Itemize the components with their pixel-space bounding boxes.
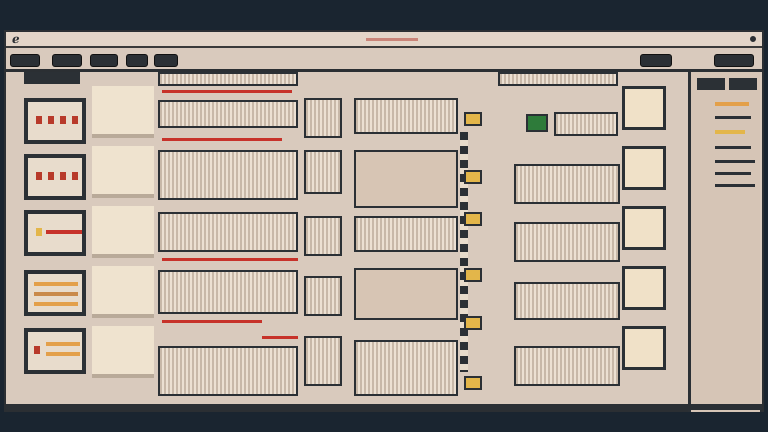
thumbnail-bar: [46, 352, 80, 356]
detail-cell[interactable]: [622, 86, 666, 130]
grid-block: [304, 150, 342, 194]
panel-accent: [715, 130, 745, 134]
thumbnail-bar: [46, 342, 80, 346]
grid-block: [554, 112, 618, 136]
grid-block: [514, 282, 620, 320]
status-bar: [6, 404, 762, 410]
detail-cell[interactable]: [622, 326, 666, 370]
preview-cell[interactable]: [92, 146, 154, 198]
sidebar-tab[interactable]: [24, 72, 80, 84]
grid-block: [158, 346, 298, 396]
title-accent: [366, 38, 418, 41]
thumbnail-bar: [34, 292, 78, 296]
thumbnail-marker: [48, 116, 54, 124]
preview-cell[interactable]: [92, 86, 154, 138]
thumbnail-item[interactable]: [24, 98, 86, 144]
thumbnail-marker: [36, 228, 42, 236]
app-window: ℯ: [4, 30, 764, 412]
grid-block: [304, 276, 342, 316]
thumbnail-sidebar: [20, 72, 86, 402]
grid-block: [158, 212, 298, 252]
grid-block: [304, 216, 342, 256]
thumbnail-marker: [34, 346, 40, 354]
thumbnail-marker: [60, 172, 66, 180]
detail-column: [622, 86, 666, 416]
panel-tab[interactable]: [697, 78, 725, 90]
toolbar-button-5[interactable]: [154, 54, 178, 67]
status-chip: [464, 212, 482, 226]
grid-block: [158, 150, 298, 200]
highlight-line: [162, 138, 282, 141]
title-bar: ℯ: [6, 32, 762, 48]
panel-tab[interactable]: [729, 78, 757, 90]
panel-accent: [715, 102, 749, 106]
toolbar-button-4[interactable]: [126, 54, 148, 67]
thumbnail-item[interactable]: [24, 210, 86, 256]
status-chip: [464, 268, 482, 282]
thumbnail-marker: [72, 116, 78, 124]
highlight-line: [162, 320, 262, 323]
thumbnail-item[interactable]: [24, 154, 86, 200]
grid-block: [498, 72, 618, 86]
grid-block: [354, 216, 458, 252]
status-chip: [464, 170, 482, 184]
status-indicator: [526, 114, 548, 132]
thumbnail-marker: [72, 172, 78, 180]
close-icon[interactable]: [748, 34, 758, 44]
panel-line: [715, 116, 751, 119]
panel-line: [715, 184, 755, 187]
status-chip: [464, 112, 482, 126]
grid-block: [158, 270, 298, 314]
thumbnail-marker: [36, 172, 42, 180]
grid-block: [354, 340, 458, 396]
thumbnail-bar: [34, 282, 78, 286]
preview-cell[interactable]: [92, 326, 154, 378]
toolbar-button-2[interactable]: [52, 54, 82, 67]
panel-line: [715, 146, 751, 149]
grid-block: [158, 100, 298, 128]
detail-cell[interactable]: [622, 266, 666, 310]
thumbnail-item[interactable]: [24, 328, 86, 374]
thumbnail-item[interactable]: [24, 270, 86, 316]
grid-block: [514, 164, 620, 204]
status-chip: [464, 376, 482, 390]
panel-line: [715, 160, 755, 163]
grid-block: [304, 98, 342, 138]
preview-column: [92, 86, 154, 416]
column-divider: [460, 132, 468, 372]
grid-block: [158, 72, 298, 86]
preview-cell[interactable]: [92, 266, 154, 318]
toolbar-button-3[interactable]: [90, 54, 118, 67]
toolbar-button-1[interactable]: [10, 54, 40, 67]
toolbar-button-7[interactable]: [714, 54, 754, 67]
preview-cell[interactable]: [92, 206, 154, 258]
content-grid: [158, 72, 668, 412]
toolbar: [6, 50, 762, 72]
thumbnail-marker: [48, 172, 54, 180]
highlight-line: [162, 90, 292, 93]
grid-block: [354, 98, 458, 134]
thumbnail-marker: [36, 116, 42, 124]
grid-block: [304, 336, 342, 386]
detail-cell[interactable]: [622, 206, 666, 250]
thumbnail-marker: [60, 116, 66, 124]
grid-block: [514, 346, 620, 386]
app-icon: ℯ: [12, 32, 20, 46]
highlight-line: [162, 258, 298, 261]
grid-block: [354, 150, 458, 208]
highlight-line: [262, 336, 298, 339]
thumbnail-bar: [34, 302, 78, 306]
properties-panel: [688, 72, 760, 412]
grid-block: [514, 222, 620, 262]
grid-block: [354, 268, 458, 320]
detail-cell[interactable]: [622, 146, 666, 190]
thumbnail-bar: [46, 230, 82, 234]
toolbar-button-6[interactable]: [640, 54, 672, 67]
panel-line: [715, 172, 751, 175]
status-chip: [464, 316, 482, 330]
